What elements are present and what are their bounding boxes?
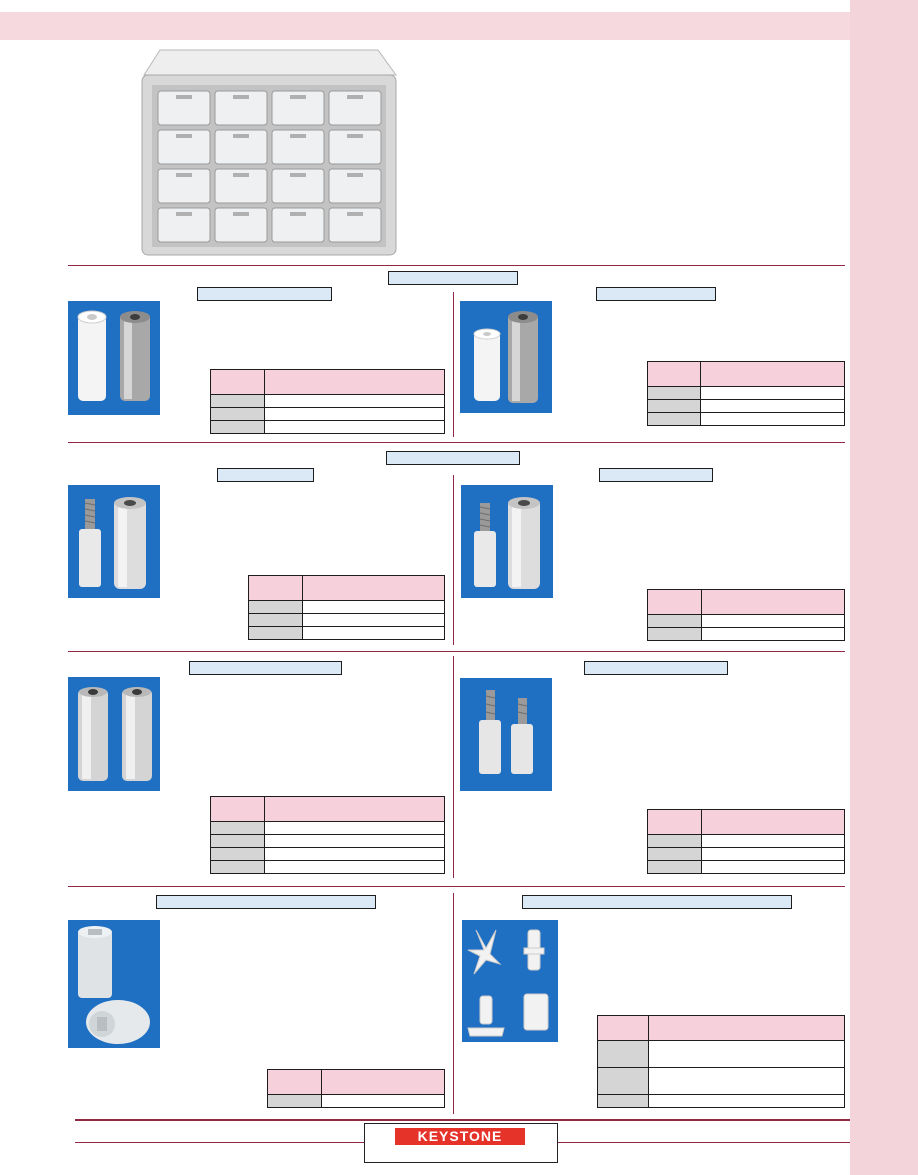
- cabinet-drawer: [157, 129, 211, 165]
- drawer-handle: [233, 95, 249, 99]
- subsection-tab: [197, 287, 332, 301]
- section-header-tab: [388, 271, 518, 285]
- spec-table: [647, 589, 845, 641]
- spec-table: [647, 809, 845, 874]
- section-divider: [68, 442, 845, 443]
- column-divider: [453, 893, 454, 1114]
- drawer-handle: [347, 95, 363, 99]
- hex-standoff-photo: [460, 678, 552, 791]
- subsection-tab: [584, 661, 728, 675]
- cabinet-drawer: [214, 90, 268, 126]
- cabinet-drawer: [328, 90, 382, 126]
- standoff-photo: [68, 485, 160, 598]
- section-divider: [68, 265, 845, 266]
- spec-table: [248, 575, 445, 640]
- column-divider: [453, 656, 454, 878]
- subsection-tab: [599, 468, 713, 482]
- spec-table: [647, 361, 845, 426]
- subsection-tab: [522, 895, 792, 909]
- parts-cabinet-image: [141, 49, 397, 256]
- drawer-handle: [176, 95, 192, 99]
- cabinet-drawer: [214, 168, 268, 204]
- drawer-handle: [347, 212, 363, 216]
- drawer-handle: [176, 212, 192, 216]
- section-header-tab: [386, 451, 520, 465]
- hex-standoff-photo: [68, 677, 160, 791]
- nylon-spacer-photo: [68, 920, 160, 1048]
- drawer-handle: [176, 173, 192, 177]
- cabinet-drawer: [271, 129, 325, 165]
- spec-table: [210, 369, 445, 434]
- cabinet-drawer: [157, 207, 211, 243]
- round-spacer-photo: [68, 301, 160, 415]
- cabinet-drawer: [157, 168, 211, 204]
- cabinet-drawer: [214, 129, 268, 165]
- pcb-clip-photo: [462, 920, 558, 1042]
- drawer-handle: [290, 212, 306, 216]
- cabinet-drawer: [157, 90, 211, 126]
- cabinet-drawer: [271, 168, 325, 204]
- top-band: [0, 12, 918, 40]
- cabinet-drawer: [271, 207, 325, 243]
- drawer-handle: [290, 95, 306, 99]
- drawer-handle: [176, 134, 192, 138]
- drawer-handle: [233, 173, 249, 177]
- subsection-tab: [596, 287, 716, 301]
- cabinet-drawer: [328, 168, 382, 204]
- cabinet-drawer: [328, 129, 382, 165]
- round-spacer-photo: [460, 301, 552, 413]
- cabinet-drawer: [328, 207, 382, 243]
- footer-rule: [75, 1119, 850, 1121]
- spec-table: [267, 1069, 445, 1108]
- column-divider: [453, 475, 454, 645]
- drawer-handle: [347, 173, 363, 177]
- drawer-handle: [347, 134, 363, 138]
- keystone-logo: KEYSTONE: [395, 1128, 525, 1145]
- subsection-tab: [217, 468, 314, 482]
- drawer-handle: [290, 134, 306, 138]
- cabinet-drawer: [271, 90, 325, 126]
- subsection-tab: [189, 661, 342, 675]
- subsection-tab: [156, 895, 376, 909]
- side-tab-band: [850, 0, 918, 1175]
- drawer-handle: [290, 173, 306, 177]
- section-divider: [68, 651, 845, 652]
- spec-table: [597, 1015, 845, 1108]
- section-divider: [68, 886, 845, 887]
- drawer-handle: [233, 134, 249, 138]
- cabinet-drawer: [214, 207, 268, 243]
- column-divider: [453, 292, 454, 437]
- footer-logo-box: KEYSTONE: [364, 1123, 558, 1163]
- drawer-handle: [233, 212, 249, 216]
- standoff-photo: [461, 485, 553, 598]
- spec-table: [210, 796, 445, 874]
